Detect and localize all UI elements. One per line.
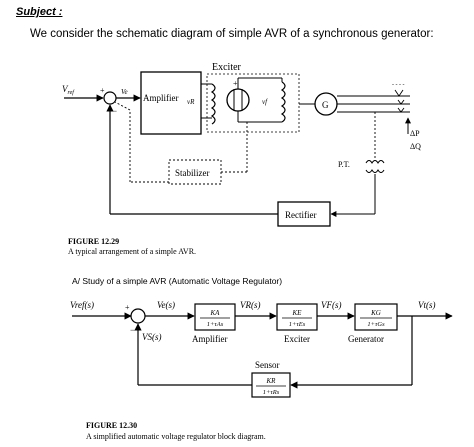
dq-label: ΔQ	[410, 142, 421, 151]
intro-text: We consider the schematic diagram of sim…	[30, 28, 434, 40]
bd-summing-junction	[130, 308, 146, 324]
bd-gen-num: KG	[370, 309, 381, 317]
amplifier-label: Amplifier	[143, 93, 179, 103]
amplifier-box	[140, 71, 202, 135]
bd-generator-label: Generator	[348, 334, 384, 344]
fig1-label: FIGURE 12.29	[68, 237, 120, 246]
terminal-marker: - - - -	[392, 82, 405, 88]
block-diagram: Vref(s) + − Ve(s) KA 1+τAs Amplifier VR(…	[70, 300, 453, 398]
bd-amplifier-label: Amplifier	[192, 334, 228, 344]
bd-amp-den: 1+τAs	[207, 321, 224, 328]
bd-amp-num: KA	[210, 309, 221, 317]
fig2-caption: A simplified automatic voltage regulator…	[86, 432, 266, 441]
stabilizer-label: Stabilizer	[175, 168, 210, 178]
exciter-field-coil	[210, 83, 216, 125]
bd-exciter-block	[276, 303, 318, 331]
ve-label: Ve	[121, 88, 128, 96]
bd-vs-label: VS(s)	[142, 332, 162, 342]
vr-label: vR	[187, 98, 195, 106]
exciter-title: Exciter	[212, 62, 242, 73]
pt-primary-coil	[365, 160, 385, 164]
generator-label: G	[322, 100, 329, 110]
bd-amplifier-block	[194, 303, 236, 331]
exciter-plus: +	[233, 79, 238, 88]
bd-vf-label: VF(s)	[321, 300, 342, 310]
bd-ve-label: Ve(s)	[157, 300, 175, 310]
subject-heading: Subject :	[16, 6, 63, 18]
bd-vr-label: VR(s)	[240, 300, 261, 310]
sum1-plus: +	[100, 86, 105, 95]
summing-junction-1	[103, 91, 117, 105]
bd-exc-num: KE	[292, 309, 303, 317]
pt-label: P.T.	[338, 160, 350, 169]
sum1-minus: −	[112, 106, 117, 116]
vref-label: Vref	[62, 84, 75, 96]
bd-vref-label: Vref(s)	[70, 300, 94, 310]
exciter-enclosure	[206, 73, 300, 133]
bd-exciter-label: Exciter	[284, 334, 310, 344]
bd-generator-block	[354, 303, 398, 331]
fig2-label: FIGURE 12.30	[86, 421, 138, 430]
bd-gen-den: 1+τGs	[367, 321, 385, 328]
schematic-diagram: Exciter Vref + − Ve Amplifier vR + vf	[62, 62, 421, 227]
vf-label: vf	[262, 98, 268, 106]
stabilizer-feedback	[114, 101, 131, 111]
bd-exc-den: 1+τEs	[289, 321, 306, 328]
generator-field-coil	[280, 81, 286, 123]
bd-sum-plus: +	[125, 303, 130, 312]
section-2-title: A/ Study of a simple AVR (Automatic Volt…	[72, 276, 283, 286]
bd-sen-den: 1+τRs	[263, 389, 280, 396]
exciter-armature	[226, 88, 250, 112]
pt-secondary-coil	[365, 169, 385, 173]
bd-vt-label: Vt(s)	[418, 300, 436, 310]
dp-label: ΔP	[410, 129, 420, 138]
bd-sen-num: KR	[266, 377, 277, 385]
fig1-caption: A typical arrangement of a simple AVR.	[68, 247, 197, 256]
bd-sum-minus: −	[130, 325, 135, 335]
bd-sensor-label: Sensor	[255, 360, 280, 370]
rectifier-label: Rectifier	[285, 210, 316, 220]
